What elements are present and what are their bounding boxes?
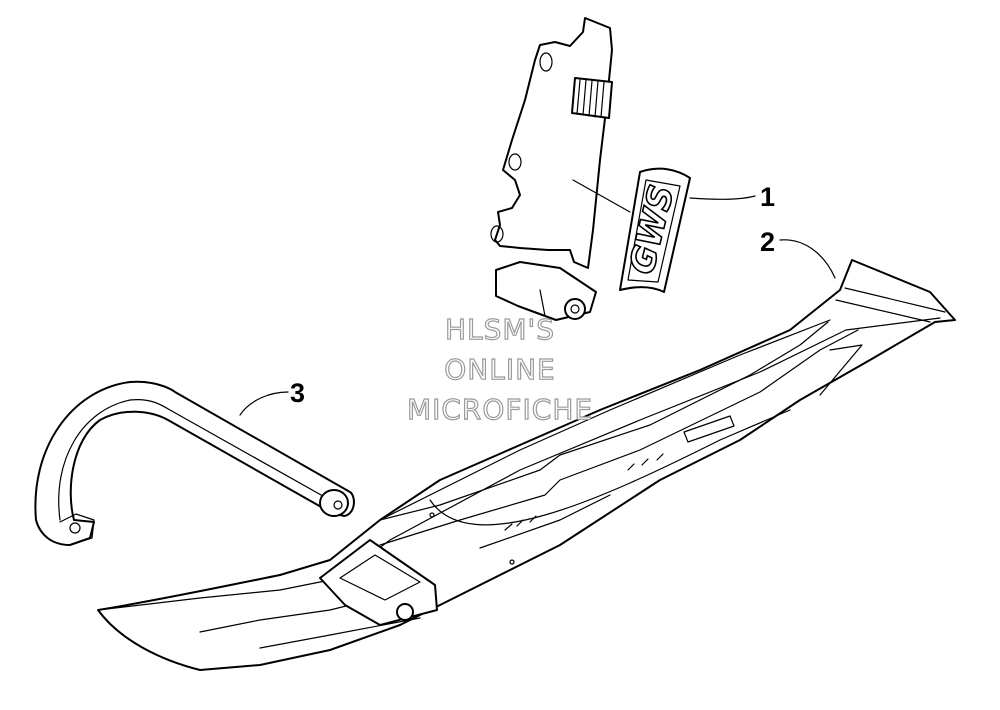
leader-3: [239, 391, 289, 416]
leader-1: [689, 195, 756, 200]
watermark-line-3: MICROFICHE: [406, 393, 594, 426]
callout-3: 3: [290, 378, 305, 408]
spindle: [490, 17, 631, 321]
leader-2: [779, 239, 836, 279]
callout-2: 2: [760, 227, 775, 257]
ski: [97, 259, 956, 671]
watermark-line-1: HLSM'S: [444, 313, 556, 346]
decal: GWS: [619, 167, 691, 293]
watermark-line-2: ONLINE: [444, 353, 556, 386]
callout-1: 1: [760, 182, 775, 212]
callout-leaders: [239, 195, 836, 416]
ski-loop: [34, 380, 355, 546]
